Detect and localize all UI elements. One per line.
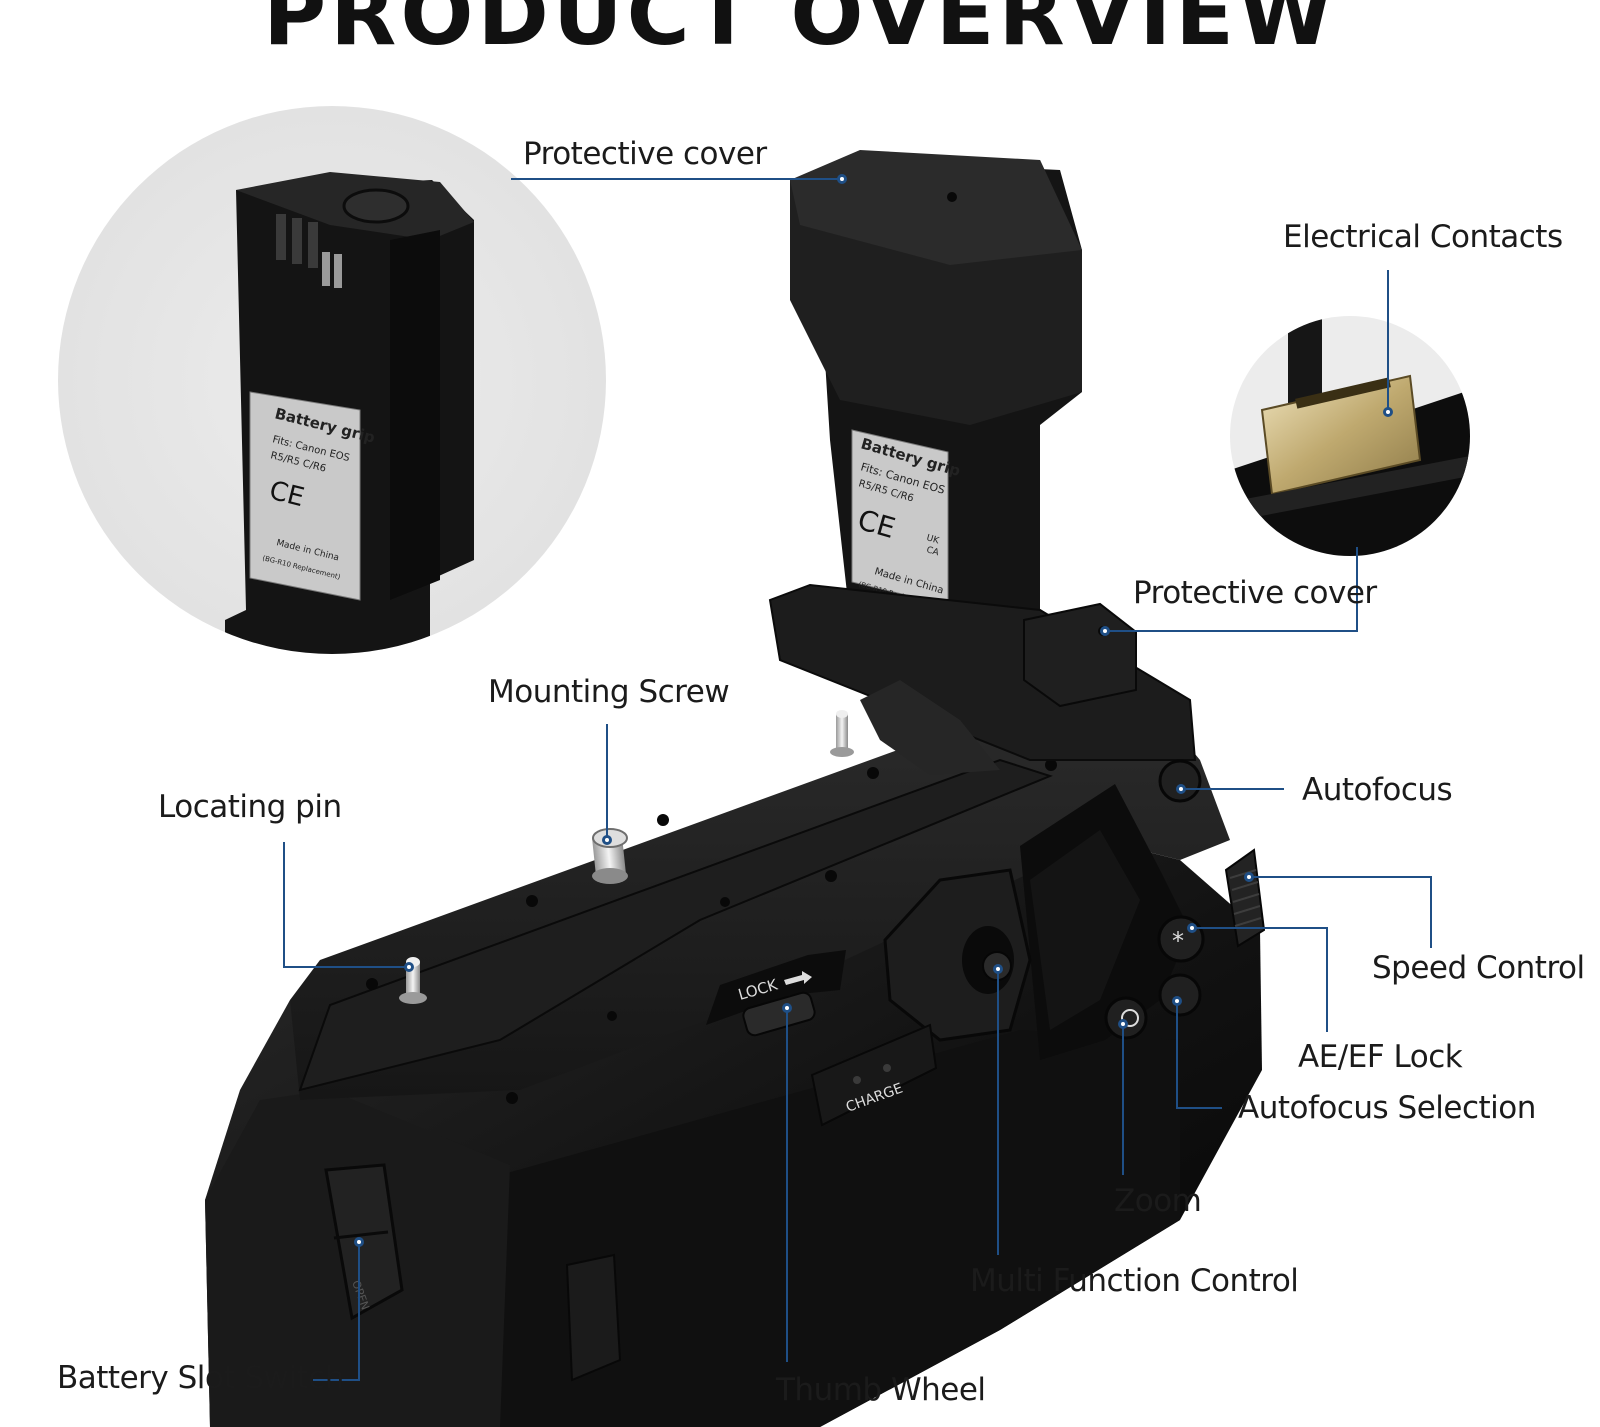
callout-thumb-wheel: Thumb Wheel <box>776 1372 986 1408</box>
stem-pin <box>830 710 854 757</box>
pointer-protective-cover-top <box>837 174 847 184</box>
leader-battery-slot-switch <box>313 1242 360 1381</box>
callout-speed-control: Speed Control <box>1372 950 1585 986</box>
pointer-ae-ef-lock <box>1187 923 1197 933</box>
pointer-mounting-screw <box>602 835 612 845</box>
callout-zoom: Zoom <box>1114 1183 1202 1219</box>
callout-battery-slot-switch: Battery Slot Switch <box>57 1360 344 1396</box>
callout-protective-cover-side: Protective cover <box>1133 575 1377 611</box>
callout-mounting-screw: Mounting Screw <box>488 674 730 710</box>
inset-battery-stem: Battery grip Fits: Canon EOS R5/R5 C/R6 … <box>58 106 606 654</box>
pointer-electrical-contacts <box>1383 407 1393 417</box>
callout-autofocus-selection: Autofocus Selection <box>1238 1090 1536 1126</box>
callout-protective-cover-top: Protective cover <box>523 136 767 172</box>
pointer-locating-pin <box>404 962 414 972</box>
stem-ca-mark: CA <box>925 545 941 558</box>
leader-speed-control <box>1249 876 1432 948</box>
callout-autofocus: Autofocus <box>1302 772 1453 808</box>
inset-electrical-contacts <box>1230 316 1470 556</box>
leader-autofocus-selection <box>1176 1001 1222 1109</box>
pointer-autofocus <box>1176 784 1186 794</box>
callout-multi-function-control: Multi Function Control <box>970 1263 1299 1299</box>
callout-electrical-contacts: Electrical Contacts <box>1283 219 1563 255</box>
leader-ae-ef-lock <box>1192 927 1328 1032</box>
leader-protective-cover-side <box>1105 547 1358 632</box>
callout-locating-pin: Locating pin <box>158 789 342 825</box>
pointer-autofocus-selection <box>1172 996 1182 1006</box>
leader-locating-pin <box>283 842 409 968</box>
pointer-multi-function-control <box>993 964 1003 974</box>
pointer-protective-cover-side <box>1100 626 1110 636</box>
callout-leader-lines <box>283 174 1432 1381</box>
pointer-zoom <box>1118 1019 1128 1029</box>
page-title: PRODUCT OVERVIEW <box>263 0 1337 50</box>
pointer-thumb-wheel <box>782 1003 792 1013</box>
ae-ef-lock-glyph: * <box>1172 927 1184 955</box>
stem-uk-mark: UK <box>925 533 941 546</box>
callout-ae-ef-lock: AE/EF Lock <box>1298 1039 1463 1075</box>
pointer-battery-slot-switch <box>354 1237 364 1247</box>
pointer-speed-control <box>1244 872 1254 882</box>
